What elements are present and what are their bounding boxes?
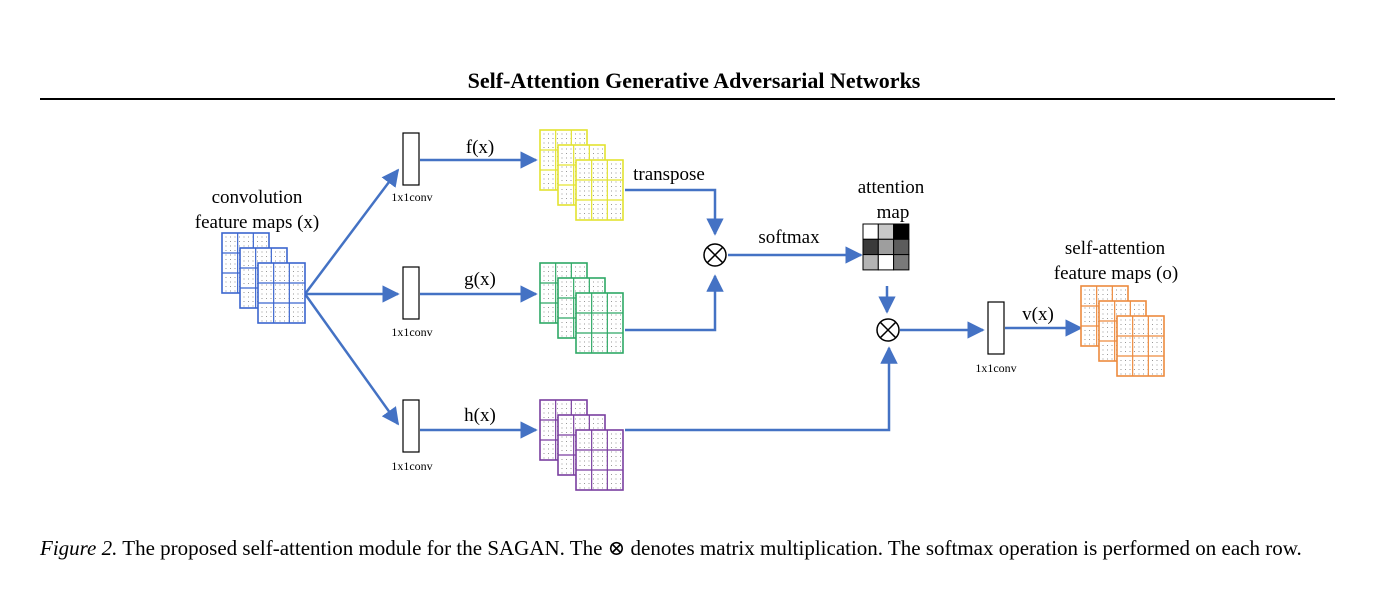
arrow-h-to-matmul2 <box>625 346 898 432</box>
feature-map-sheet <box>257 262 306 324</box>
conv-box-g <box>402 266 420 320</box>
matmul-icon-2 <box>876 318 900 342</box>
conv-label-g: 1x1conv <box>391 325 432 339</box>
page-header-title: Self-Attention Generative Adversarial Ne… <box>467 68 921 93</box>
output-label-line2: feature maps (o) <box>1054 263 1179 284</box>
header-rule <box>40 98 1335 100</box>
g-label: g(x) <box>464 269 496 290</box>
feature-map-sheet <box>575 429 624 491</box>
attention-cell <box>877 254 895 271</box>
v-label: v(x) <box>1022 304 1054 325</box>
conv-box-v <box>987 301 1005 355</box>
attention-cell <box>893 238 910 256</box>
caption-figure-label: Figure 2. <box>40 536 118 560</box>
matmul-icon-1 <box>703 243 727 267</box>
attention-label-line1: attention <box>858 177 925 198</box>
attention-cell <box>862 238 879 256</box>
conv-box-f <box>402 132 420 186</box>
arrow-g-to-matmul1 <box>625 274 724 332</box>
h-label: h(x) <box>464 405 496 426</box>
output-label-line1: self-attention <box>1065 238 1166 259</box>
transpose-label: transpose <box>633 164 705 185</box>
arrow-input-to-f-conv <box>304 168 400 295</box>
input-label-line2: feature maps (x) <box>195 212 320 233</box>
feature-map-sheet <box>1116 315 1165 377</box>
f-label: f(x) <box>466 137 494 158</box>
f-feature-maps <box>539 129 624 221</box>
input-label-line1: convolution <box>212 187 303 208</box>
attention-cell <box>893 254 910 271</box>
h-feature-maps <box>539 399 624 491</box>
softmax-label: softmax <box>758 227 820 248</box>
attention-cell <box>893 223 910 240</box>
arrow-f-to-matmul1 <box>625 188 724 236</box>
conv-label-h: 1x1conv <box>391 459 432 473</box>
attention-cell <box>877 238 895 256</box>
self-attention-diagram: convolution feature maps (x) f(x) g(x) h… <box>195 129 1179 491</box>
feature-map-sheet <box>575 292 624 354</box>
attention-cell <box>862 223 879 240</box>
attention-map <box>862 223 910 271</box>
output-feature-maps <box>1080 285 1165 377</box>
attention-cell <box>862 254 879 271</box>
arrow-input-to-h-conv <box>303 293 400 426</box>
caption-text: The proposed self-attention module for t… <box>117 536 1302 560</box>
g-feature-maps <box>539 262 624 354</box>
conv-box-h <box>402 399 420 453</box>
input-feature-maps <box>221 232 306 324</box>
attention-label-line2: map <box>877 202 910 223</box>
figure-caption: Figure 2. The proposed self-attention mo… <box>40 534 1340 563</box>
connection-arrows <box>303 151 1083 439</box>
feature-map-sheet <box>575 159 624 221</box>
attention-cell <box>877 223 895 240</box>
conv-label-v: 1x1conv <box>975 361 1016 375</box>
conv-label-f: 1x1conv <box>391 190 432 204</box>
